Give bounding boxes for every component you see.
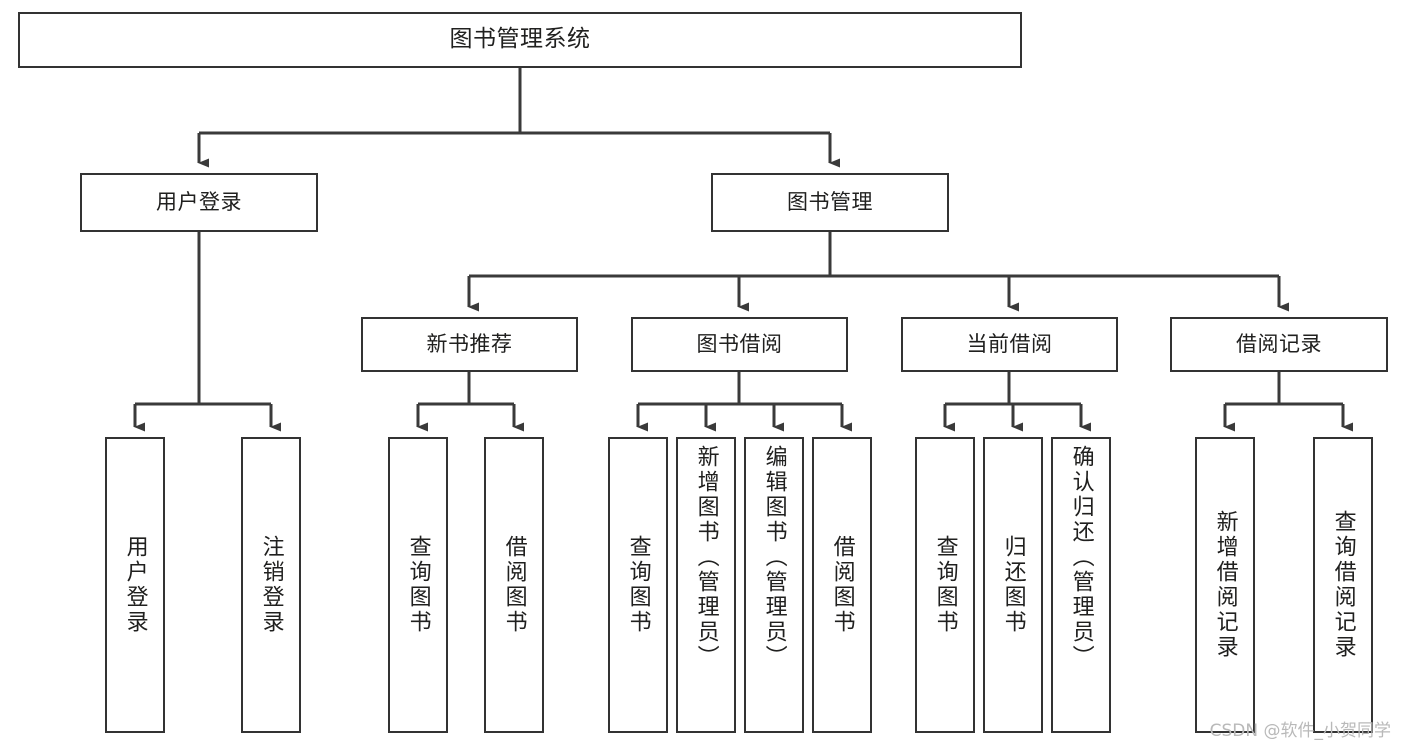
leaf-query-borrow-record[interactable]: 查询借阅记录 bbox=[1313, 437, 1373, 733]
node-label: 图书借阅 bbox=[696, 332, 783, 357]
node-root-system[interactable]: 图书管理系统 bbox=[18, 12, 1022, 68]
node-label: 编辑图书（管理员） bbox=[761, 445, 787, 670]
node-label: 当前借阅 bbox=[966, 332, 1053, 357]
leaf-user-login[interactable]: 用户登录 bbox=[105, 437, 165, 733]
node-current-borrow[interactable]: 当前借阅 bbox=[901, 317, 1118, 372]
leaf-add-borrow-record[interactable]: 新增借阅记录 bbox=[1195, 437, 1255, 733]
node-label: 查询借阅记录 bbox=[1330, 510, 1356, 660]
node-label: 用户登录 bbox=[122, 535, 148, 635]
leaf-query-book-current[interactable]: 查询图书 bbox=[915, 437, 975, 733]
leaf-confirm-return-admin[interactable]: 确认归还（管理员） bbox=[1051, 437, 1111, 733]
node-label: 查询图书 bbox=[625, 535, 651, 635]
leaf-user-logout[interactable]: 注销登录 bbox=[241, 437, 301, 733]
csdn-watermark: CSDN @软件_小贺同学 bbox=[1209, 721, 1391, 741]
leaf-borrow-book-new[interactable]: 借阅图书 bbox=[484, 437, 544, 733]
node-book-manage[interactable]: 图书管理 bbox=[711, 173, 949, 232]
node-label: 注销登录 bbox=[258, 535, 284, 635]
leaf-add-book-admin[interactable]: 新增图书（管理员） bbox=[676, 437, 736, 733]
node-label: 新增借阅记录 bbox=[1212, 510, 1238, 660]
node-borrow-record[interactable]: 借阅记录 bbox=[1170, 317, 1388, 372]
node-label: 用户登录 bbox=[156, 190, 242, 215]
node-label: 新书推荐 bbox=[426, 332, 513, 357]
node-label: 图书管理系统 bbox=[449, 26, 591, 53]
leaf-edit-book-admin[interactable]: 编辑图书（管理员） bbox=[744, 437, 804, 733]
node-label: 借阅图书 bbox=[501, 535, 527, 635]
node-new-book-recommend[interactable]: 新书推荐 bbox=[361, 317, 578, 372]
node-user-login[interactable]: 用户登录 bbox=[80, 173, 318, 232]
node-label: 图书管理 bbox=[787, 190, 873, 215]
node-label: 借阅记录 bbox=[1236, 332, 1322, 357]
node-label: 归还图书 bbox=[1000, 535, 1026, 635]
leaf-query-book-borrow[interactable]: 查询图书 bbox=[608, 437, 668, 733]
leaf-return-book[interactable]: 归还图书 bbox=[983, 437, 1043, 733]
node-label: 新增图书（管理员） bbox=[693, 445, 719, 670]
node-label: 查询图书 bbox=[932, 535, 958, 635]
node-label: 确认归还（管理员） bbox=[1068, 445, 1094, 670]
node-label: 查询图书 bbox=[405, 535, 431, 635]
node-label: 借阅图书 bbox=[829, 535, 855, 635]
leaf-query-book-new[interactable]: 查询图书 bbox=[388, 437, 448, 733]
node-book-borrow[interactable]: 图书借阅 bbox=[631, 317, 848, 372]
leaf-borrow-book-borrow[interactable]: 借阅图书 bbox=[812, 437, 872, 733]
